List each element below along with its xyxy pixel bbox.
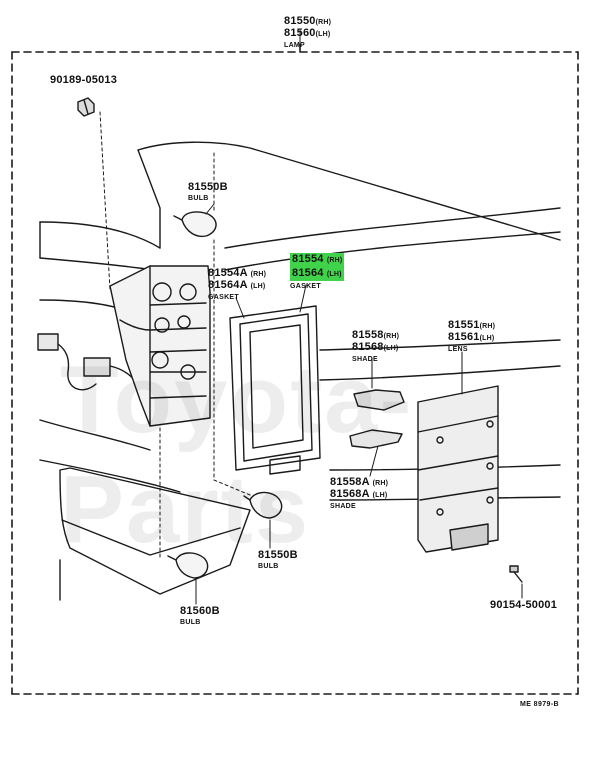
assembly-frame: [11, 43, 579, 695]
label-gasket: 81554 (RH) 81564 (LH) GASKET: [290, 253, 345, 290]
label-bulb-lower: 81560B BULB: [180, 605, 220, 627]
label-screw-90154: 90154-50001: [490, 599, 558, 611]
shade-upper: [353, 389, 405, 411]
label-lamp: 81550(RH) 81560(LH) LAMP: [284, 15, 332, 50]
bulb-lower: [167, 552, 209, 579]
label-bulb-upper: 81550B BULB: [188, 181, 228, 203]
screw-90154: [509, 565, 523, 583]
bulb-mid: [243, 491, 283, 519]
gasket-frame: [229, 305, 321, 475]
lens: [417, 385, 499, 553]
label-bulb-mid: 81550B BULB: [258, 549, 298, 571]
label-shade: 81558(RH) 81568(LH) SHADE: [352, 329, 400, 364]
lamp-housing: [109, 265, 211, 427]
label-lens: 81551(RH) 81561(LH) LENS: [448, 319, 496, 354]
label-gasket-a: 81554A (RH) 81564A (LH) GASKET: [208, 267, 267, 302]
shade-lower: [349, 429, 403, 449]
footer-code: ME 8979-B: [520, 701, 560, 708]
part-leaders: [195, 29, 523, 605]
label-shade-a: 81558A (RH) 81568A (LH) SHADE: [330, 476, 389, 511]
screw-90189: [77, 97, 95, 117]
bulb-upper: [173, 211, 217, 238]
label-screw-90189: 90189-05013: [50, 74, 118, 86]
